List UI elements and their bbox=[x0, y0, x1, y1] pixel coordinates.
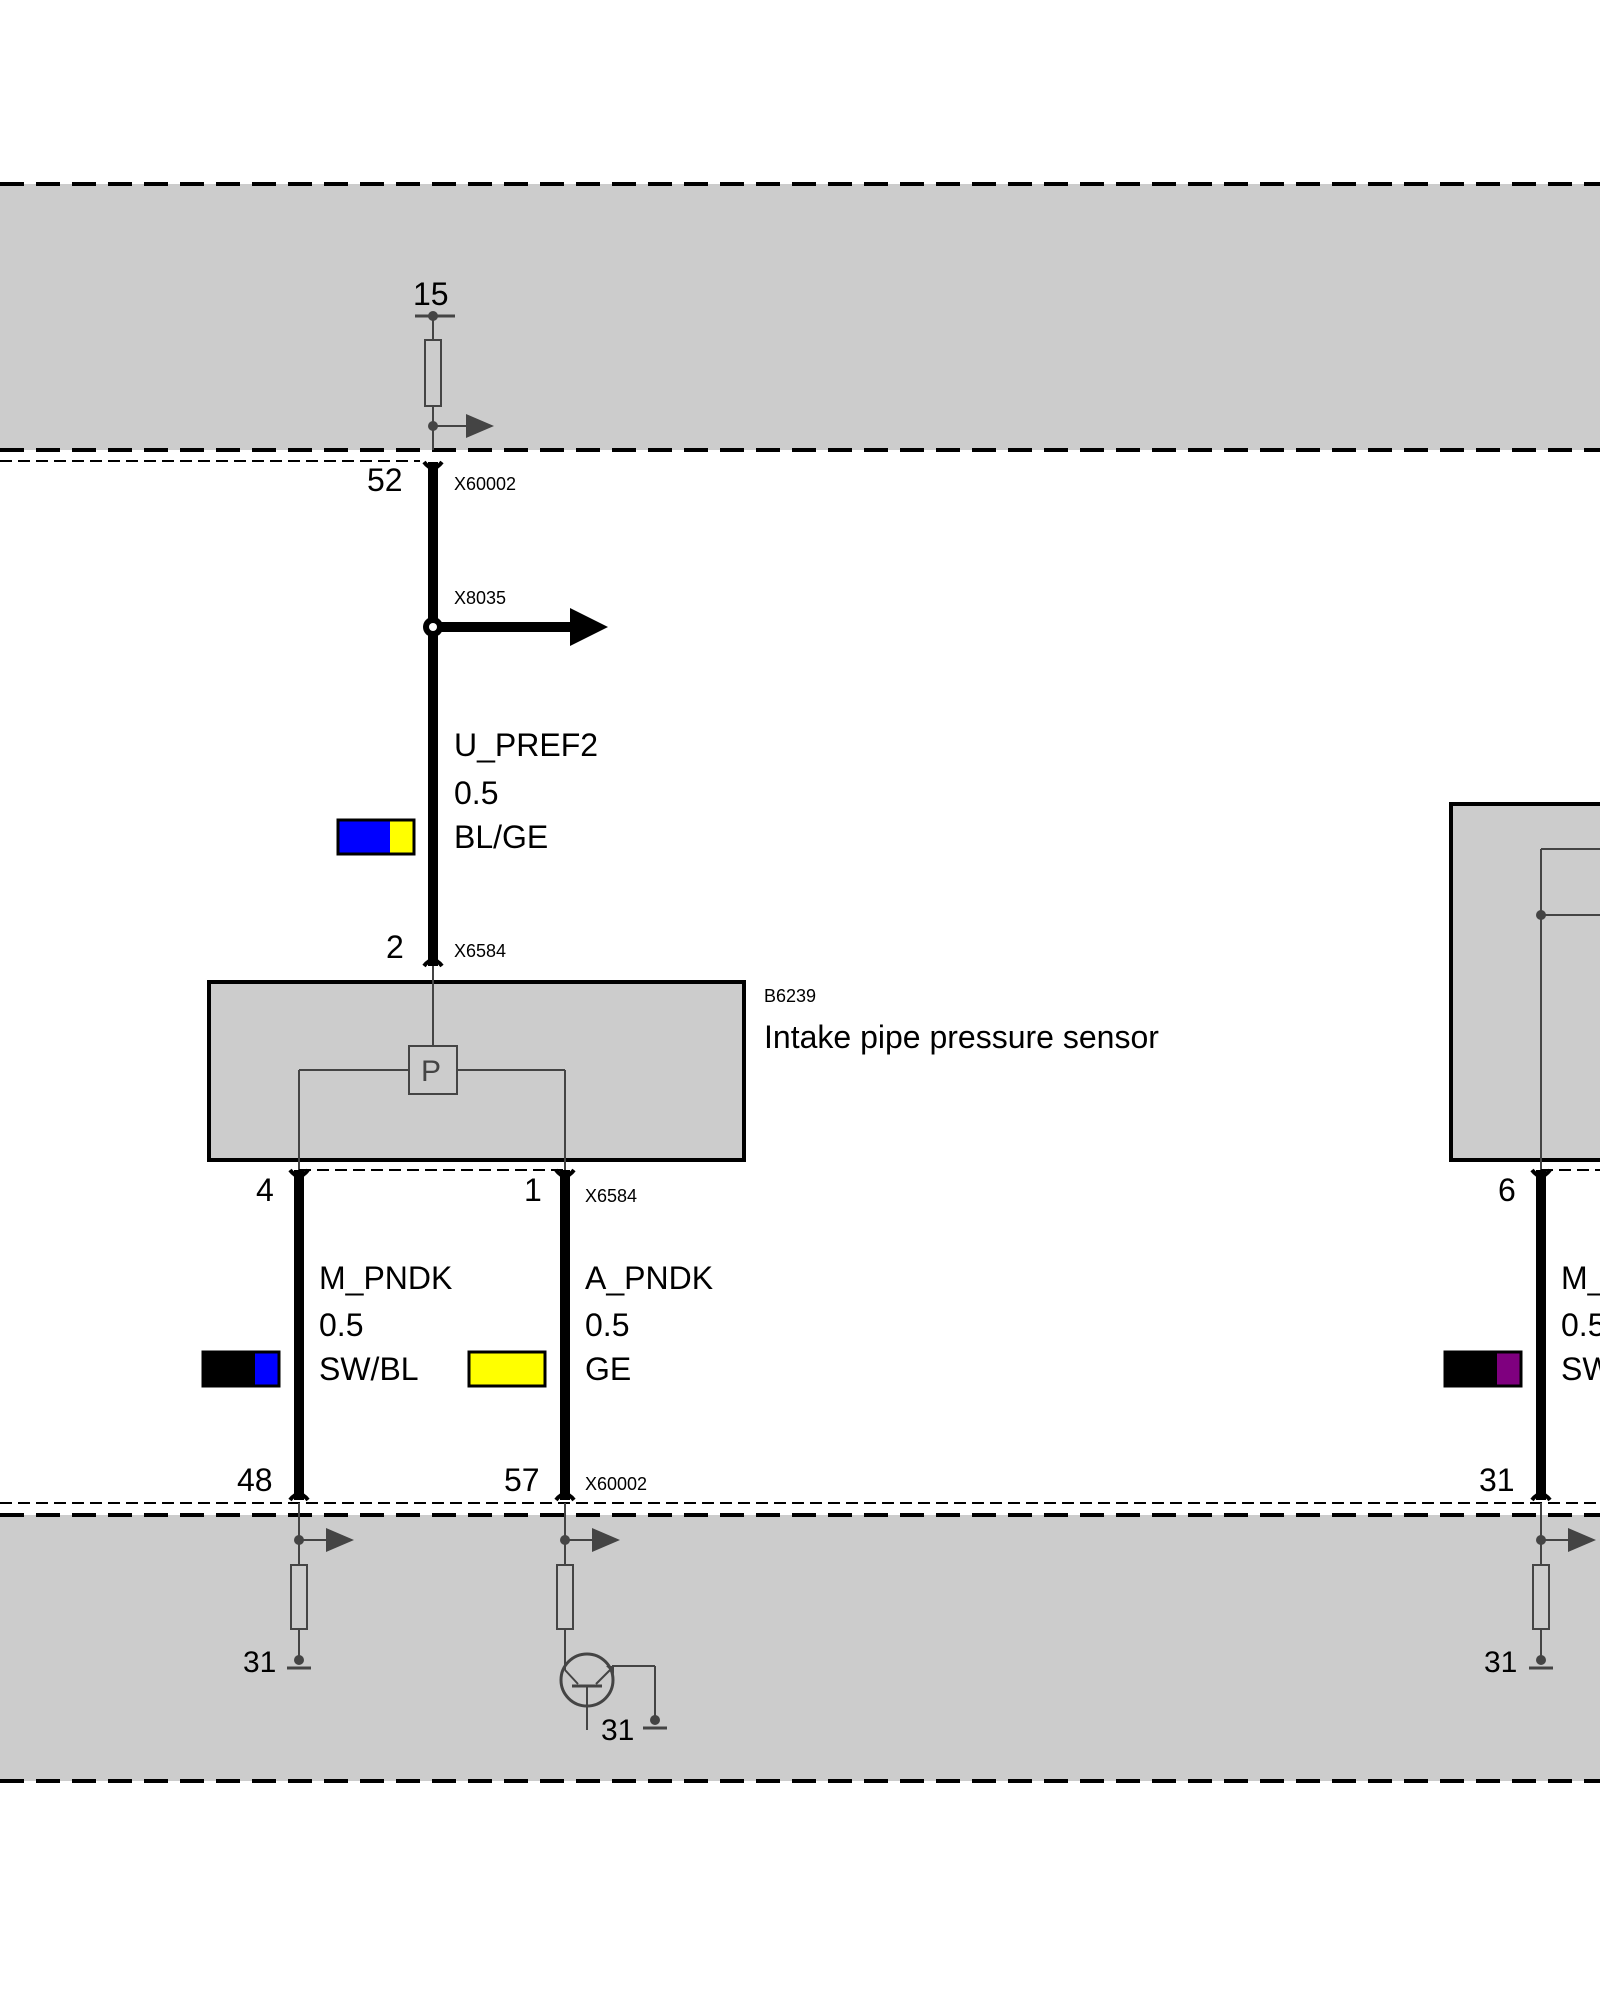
transistor-icon bbox=[559, 1652, 667, 1730]
pin-31: 31 bbox=[1479, 1462, 1515, 1498]
signal-arrow-icon bbox=[326, 1528, 354, 1552]
signal-right-partial: M_ bbox=[1561, 1260, 1600, 1296]
gauge-a-pndk: 0.5 bbox=[585, 1307, 629, 1343]
ground-circuit-m-pndk: 31 bbox=[243, 1503, 354, 1679]
pin-52: 52 bbox=[367, 462, 403, 498]
color-swatch-sw-vi bbox=[1443, 1350, 1523, 1388]
colorcode-u-pref2: BL/GE bbox=[454, 819, 548, 855]
signal-arrow-icon bbox=[1568, 1528, 1596, 1552]
connector-x6584-top: X6584 bbox=[454, 941, 506, 961]
pressure-symbol-label: P bbox=[421, 1055, 441, 1088]
sensor-name: Intake pipe pressure sensor bbox=[764, 1019, 1159, 1055]
signal-arrow-icon bbox=[592, 1528, 620, 1552]
ground-label-31-left: 31 bbox=[243, 1646, 276, 1679]
pin-6: 6 bbox=[1498, 1172, 1516, 1208]
color-swatch-sw-bl bbox=[201, 1350, 281, 1388]
bottom-control-unit-panel bbox=[0, 1502, 1600, 1783]
pin-57: 57 bbox=[504, 1462, 540, 1498]
sensor-b6239: P B6239 Intake pipe pressure sensor bbox=[207, 966, 1159, 1171]
gauge-u-pref2: 0.5 bbox=[454, 775, 498, 811]
sensor-id: B6239 bbox=[764, 986, 816, 1006]
colorcode-a-pndk: GE bbox=[585, 1351, 631, 1387]
wire-right-partial: 6 M_ 0.5 SW 31 bbox=[1443, 1168, 1600, 1502]
ground-circuit-right: 31 bbox=[1484, 1503, 1596, 1679]
wire-m-pndk: 4 M_PNDK 0.5 SW/BL 48 bbox=[201, 1168, 452, 1502]
color-swatch-ge bbox=[467, 1350, 547, 1388]
connector-x60002-bottom: X60002 bbox=[585, 1474, 647, 1494]
supply-circuit-top: 15 bbox=[413, 276, 494, 450]
signal-m-pndk: M_PNDK bbox=[319, 1260, 452, 1296]
signal-u-pref2: U_PREF2 bbox=[454, 727, 598, 763]
ground-circuit-a-pndk: 31 bbox=[556, 1503, 667, 1747]
wire-a-pndk: 1 X6584 A_PNDK 0.5 GE 57 X60002 bbox=[467, 1168, 713, 1502]
signal-a-pndk: A_PNDK bbox=[585, 1260, 713, 1296]
connector-x60002-top: X60002 bbox=[454, 474, 516, 494]
right-partial-component bbox=[1449, 802, 1600, 1171]
colorcode-right-partial: SW bbox=[1561, 1351, 1600, 1387]
top-control-unit-panel bbox=[0, 182, 1600, 462]
signal-arrow-icon bbox=[466, 414, 494, 438]
wire-u-pref2: 52 X60002 X8035 U_PREF2 0.5 BL/GE 2 X658… bbox=[336, 460, 608, 968]
pin-4: 4 bbox=[256, 1172, 274, 1208]
gauge-m-pndk: 0.5 bbox=[319, 1307, 363, 1343]
gauge-right-partial: 0.5 bbox=[1561, 1307, 1600, 1343]
pin-1: 1 bbox=[524, 1172, 542, 1208]
ground-label-31-right: 31 bbox=[1484, 1646, 1517, 1679]
pin-2: 2 bbox=[386, 929, 404, 965]
splice-arrow-icon bbox=[570, 608, 608, 646]
color-swatch-bl-ge bbox=[336, 818, 416, 856]
colorcode-m-pndk: SW/BL bbox=[319, 1351, 419, 1387]
ground-label-31-transistor: 31 bbox=[601, 1714, 634, 1747]
supply-label-15: 15 bbox=[413, 276, 449, 312]
splice-label-x8035: X8035 bbox=[454, 588, 506, 608]
connector-x6584-bottom: X6584 bbox=[585, 1186, 637, 1206]
pin-48: 48 bbox=[237, 1462, 273, 1498]
